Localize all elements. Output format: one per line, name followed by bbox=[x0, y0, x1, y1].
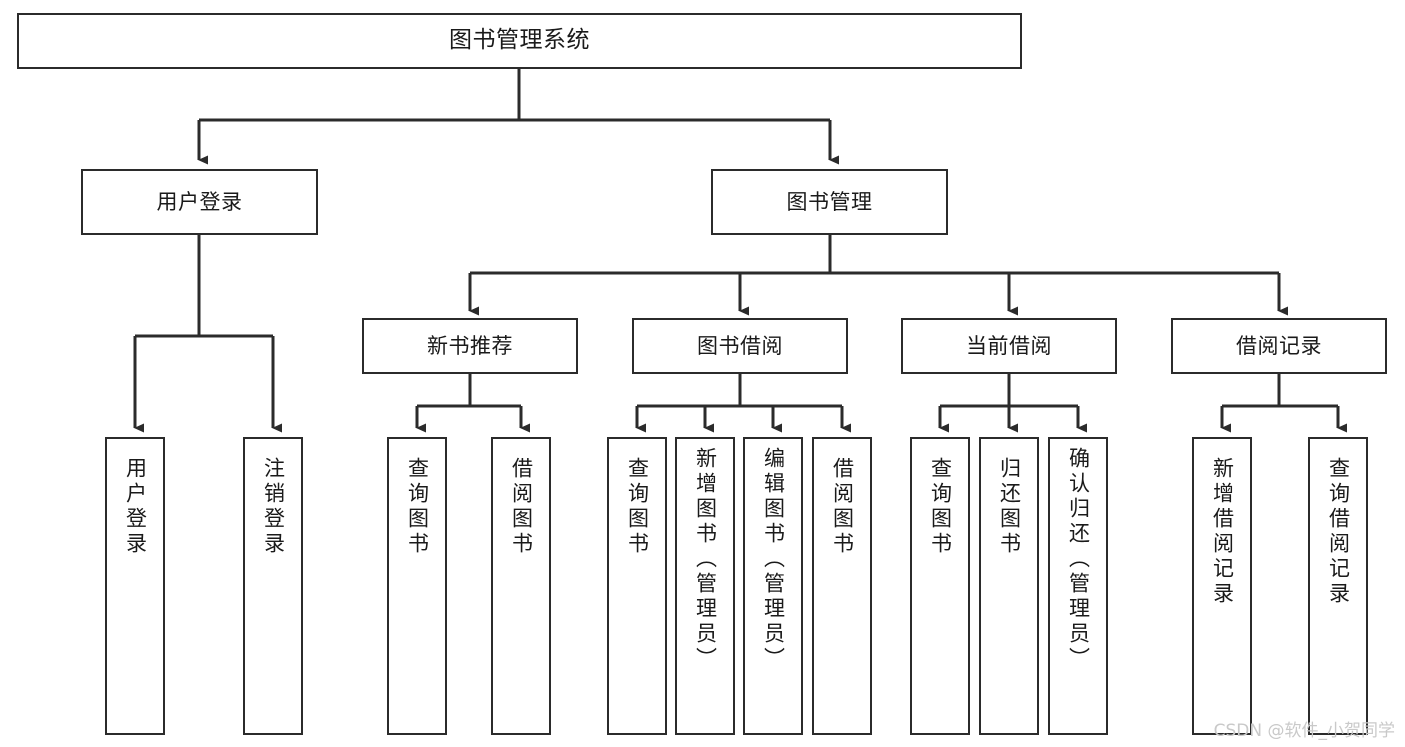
node-borrow-record[interactable]: 借阅记录 bbox=[1171, 318, 1387, 374]
node-label: 当前借阅 bbox=[966, 333, 1052, 358]
node-label: 查询图书 bbox=[928, 457, 953, 557]
leaf-user-login-logout[interactable]: 注销登录 bbox=[243, 437, 303, 735]
node-new-book-recommend[interactable]: 新书推荐 bbox=[362, 318, 578, 374]
node-label: 注销登录 bbox=[261, 457, 286, 557]
leaf-book-borrow-edit-book-admin[interactable]: 编辑图书（管理员） bbox=[743, 437, 803, 735]
leaf-borrow-record-add-record[interactable]: 新增借阅记录 bbox=[1192, 437, 1252, 735]
leaf-current-borrow-return-book[interactable]: 归还图书 bbox=[979, 437, 1039, 735]
node-label: 查询图书 bbox=[625, 457, 650, 557]
node-book-borrow[interactable]: 图书借阅 bbox=[632, 318, 848, 374]
leaf-borrow-record-query-record[interactable]: 查询借阅记录 bbox=[1308, 437, 1368, 735]
node-label: 确认归还（管理员） bbox=[1066, 447, 1091, 672]
node-label: 编辑图书（管理员） bbox=[761, 447, 786, 672]
node-label: 借阅图书 bbox=[509, 457, 534, 557]
node-label: 新书推荐 bbox=[427, 333, 513, 358]
node-label: 查询借阅记录 bbox=[1326, 457, 1351, 607]
node-label: 用户登录 bbox=[123, 457, 148, 557]
node-current-borrow[interactable]: 当前借阅 bbox=[901, 318, 1117, 374]
node-label: 图书管理系统 bbox=[449, 27, 590, 54]
node-label: 归还图书 bbox=[997, 457, 1022, 557]
leaf-book-borrow-add-book-admin[interactable]: 新增图书（管理员） bbox=[675, 437, 735, 735]
node-label: 新增借阅记录 bbox=[1210, 457, 1235, 607]
leaf-current-borrow-confirm-return-admin[interactable]: 确认归还（管理员） bbox=[1048, 437, 1108, 735]
node-label: 用户登录 bbox=[156, 189, 243, 214]
node-label: 新增图书（管理员） bbox=[693, 447, 718, 672]
node-label: 图书借阅 bbox=[697, 333, 783, 358]
node-root-book-management-system[interactable]: 图书管理系统 bbox=[17, 13, 1022, 69]
leaf-current-borrow-query-book[interactable]: 查询图书 bbox=[910, 437, 970, 735]
leaf-book-borrow-borrow-book[interactable]: 借阅图书 bbox=[812, 437, 872, 735]
leaf-book-borrow-query-book[interactable]: 查询图书 bbox=[607, 437, 667, 735]
node-label: 查询图书 bbox=[405, 457, 430, 557]
leaf-user-login-login[interactable]: 用户登录 bbox=[105, 437, 165, 735]
node-user-login[interactable]: 用户登录 bbox=[81, 169, 318, 235]
leaf-new-books-borrow-book[interactable]: 借阅图书 bbox=[491, 437, 551, 735]
node-book-management[interactable]: 图书管理 bbox=[711, 169, 948, 235]
node-label: 图书管理 bbox=[786, 189, 873, 214]
node-label: 借阅记录 bbox=[1236, 333, 1322, 358]
leaf-new-books-query-book[interactable]: 查询图书 bbox=[387, 437, 447, 735]
node-label: 借阅图书 bbox=[830, 457, 855, 557]
